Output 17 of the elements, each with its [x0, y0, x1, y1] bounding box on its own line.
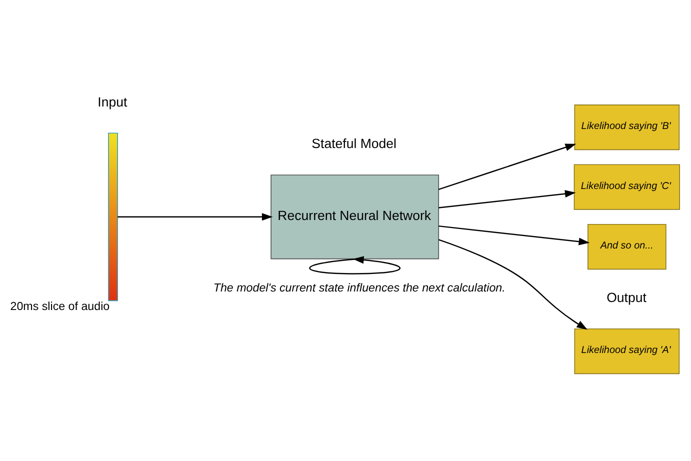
node-box: Recurrent Neural Network [270, 174, 440, 259]
arrow [438, 238, 588, 330]
label: The model's current state influences the next calculation. [213, 280, 506, 294]
arrow [309, 256, 400, 274]
node-box: Likelihood saying 'C' [574, 164, 680, 210]
arrow [438, 224, 590, 245]
node-box: Likelihood saying 'B' [574, 104, 680, 150]
label: Output [606, 290, 646, 305]
node-bar [108, 132, 118, 301]
arrow [118, 212, 273, 220]
arrow [438, 143, 576, 190]
node-box: Likelihood saying 'A' [574, 328, 680, 374]
label: Input [98, 94, 128, 109]
label: Stateful Model [312, 135, 397, 150]
node-label: 20ms slice of audio [10, 299, 110, 312]
node-box: And so on... [588, 223, 666, 270]
arrow [438, 190, 576, 208]
